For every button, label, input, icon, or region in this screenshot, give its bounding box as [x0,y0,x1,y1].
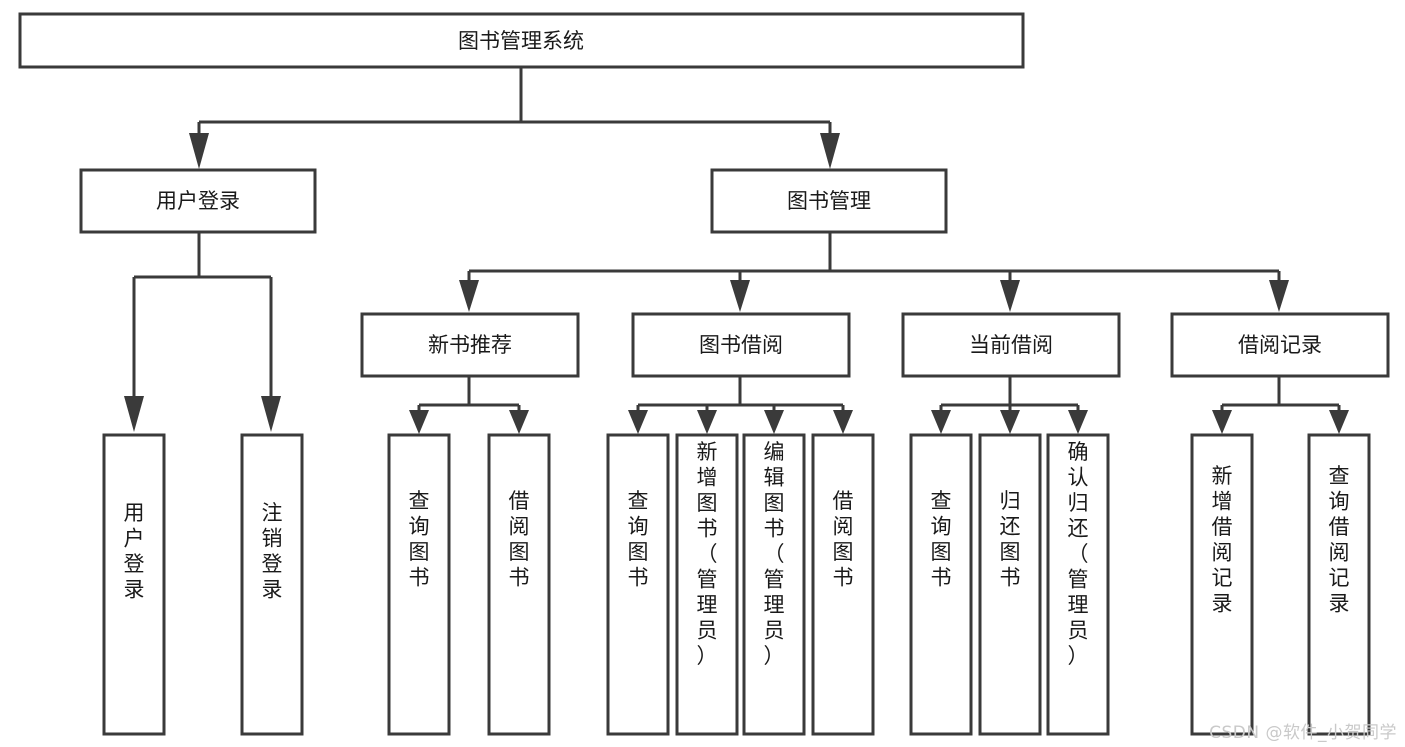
leaf-label: 新增借阅记录 [1212,464,1233,616]
leaf-label: 借阅图书 [833,489,854,590]
node-book-manage-label: 图书管理 [787,189,871,213]
node-borrow-record-box[interactable] [1170,312,1390,378]
leaf-box[interactable] [1307,433,1371,736]
leaf-label: 编辑图书（管理员） [764,440,785,668]
node-root-box[interactable] [18,12,1025,69]
node-book-borrow-label: 图书借阅 [699,333,783,357]
leaf-box[interactable] [102,433,166,736]
leaf-box[interactable] [487,433,551,736]
node-root-system[interactable]: 图书管理系统 [18,12,1025,69]
leaf-label: 用户登录 [124,501,145,602]
leaf-label: 查询图书 [628,489,649,590]
leaf-node[interactable]: 借阅图书 [811,433,875,736]
arrow-head-icon [1212,410,1232,434]
leaf-node[interactable]: 用户登录 [102,433,166,736]
leaf-box[interactable] [909,433,973,736]
leaf-label: 归还图书 [1000,489,1021,590]
leaf-node[interactable]: 归还图书 [978,433,1042,736]
leaf-node[interactable]: 查询图书 [606,433,670,736]
leaf-node[interactable]: 查询借阅记录 [1307,433,1371,736]
arrow-head-icon [820,133,840,169]
leaf-label: 查询借阅记录 [1329,464,1350,616]
leaf-label: 借阅图书 [509,489,530,590]
leaf-node[interactable]: 查询图书 [909,433,973,736]
arrow-head-icon [409,410,429,434]
connector-group-root [189,67,840,169]
node-root-label: 图书管理系统 [458,29,584,53]
arrow-head-icon [764,410,784,434]
node-book-manage[interactable]: 图书管理 [710,168,948,234]
leaf-box[interactable] [387,433,451,736]
arrow-head-icon [628,410,648,434]
arrow-head-icon [1269,280,1289,312]
leaf-label: 查询图书 [931,489,952,590]
node-borrow-record[interactable]: 借阅记录 [1170,312,1390,378]
arrow-head-icon [124,396,144,432]
leaf-label: 确认归还（管理员） [1068,440,1089,668]
arrow-head-icon [1000,410,1020,434]
node-user-login-label: 用户登录 [156,189,240,213]
arrow-head-icon [1000,280,1020,312]
arrow-head-icon [459,280,479,312]
arrow-head-icon [1329,410,1349,434]
arrow-head-icon [931,410,951,434]
leaf-node[interactable]: 编辑图书（管理员） [742,433,806,736]
leaf-label: 注销登录 [262,501,283,602]
node-book-manage-box[interactable] [710,168,948,234]
leaf-node[interactable]: 注销登录 [240,433,304,736]
connector-group-book-manage [459,233,1289,312]
node-current-borrow-label: 当前借阅 [969,333,1053,357]
arrow-head-icon [189,133,209,169]
connector-group-new-book [409,376,529,434]
leaf-box[interactable] [742,433,806,736]
leaf-label: 新增图书（管理员） [697,440,718,668]
connector-group-current-borrow [931,376,1088,434]
node-new-book-recommend-box[interactable] [360,312,580,378]
node-user-login-box[interactable] [79,168,317,234]
connector-group-user-login [124,233,281,432]
connector-group-borrow-record [1212,376,1349,434]
leaf-box[interactable] [675,433,739,736]
node-current-borrow[interactable]: 当前借阅 [901,312,1121,378]
arrow-head-icon [509,410,529,434]
leaf-node[interactable]: 查询图书 [387,433,451,736]
leaf-box[interactable] [606,433,670,736]
arrow-head-icon [697,410,717,434]
leaf-box[interactable] [1190,433,1254,736]
node-book-borrow-box[interactable] [631,312,851,378]
leaf-box[interactable] [240,433,304,736]
arrow-head-icon [261,396,281,432]
leaf-node[interactable]: 新增图书（管理员） [675,433,739,736]
arrow-head-icon [833,410,853,434]
arrow-head-icon [1068,410,1088,434]
arrow-head-icon [730,280,750,312]
leaf-label: 查询图书 [409,489,430,590]
node-current-borrow-box[interactable] [901,312,1121,378]
leaf-node[interactable]: 借阅图书 [487,433,551,736]
leaf-node[interactable]: 确认归还（管理员） [1046,433,1110,736]
leaf-box[interactable] [978,433,1042,736]
node-book-borrow[interactable]: 图书借阅 [631,312,851,378]
leaf-box[interactable] [1046,433,1110,736]
node-borrow-record-label: 借阅记录 [1238,333,1322,357]
connector-group-book-borrow [628,376,853,434]
leaf-node[interactable]: 新增借阅记录 [1190,433,1254,736]
leaf-box[interactable] [811,433,875,736]
node-new-book-recommend-label: 新书推荐 [428,333,512,357]
node-new-book-recommend[interactable]: 新书推荐 [360,312,580,378]
node-user-login[interactable]: 用户登录 [79,168,317,234]
